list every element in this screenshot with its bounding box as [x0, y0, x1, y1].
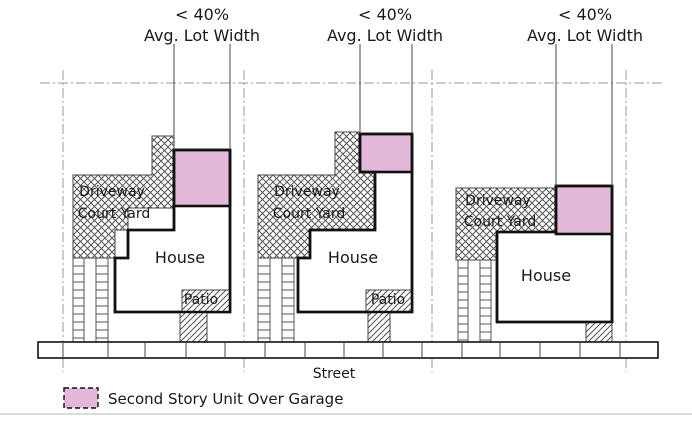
width-limit-percent: < 40%: [358, 5, 412, 24]
legend: Second Story Unit Over Garage: [0, 387, 692, 415]
width-limit-percent: < 40%: [175, 5, 229, 24]
patio-label: Patio: [371, 292, 405, 308]
lot-1: < 40% Avg. Lot Width Driveway Court Yard…: [72, 5, 260, 343]
lot-2: < 40% Avg. Lot Width Driveway Court Yard…: [257, 5, 443, 343]
house-label: House: [328, 248, 378, 267]
width-limit-label: Avg. Lot Width: [527, 26, 643, 45]
side-yard-hatch: [585, 321, 613, 343]
house-label: House: [521, 266, 571, 285]
width-limit-label: Avg. Lot Width: [144, 26, 260, 45]
driveway-label: Driveway: [465, 193, 531, 209]
court-yard-label: Court Yard: [78, 206, 151, 222]
driveway-strips: [457, 260, 492, 342]
legend-label: Second Story Unit Over Garage: [108, 390, 343, 408]
court-yard-label: Court Yard: [464, 214, 537, 230]
court-yard-label: Court Yard: [273, 206, 346, 222]
driveway-label: Driveway: [79, 184, 145, 200]
width-limit-percent: < 40%: [558, 5, 612, 24]
street: Street: [37, 341, 659, 382]
garage-second-story: [172, 148, 232, 208]
garage-second-story: [358, 132, 414, 174]
garage-second-story: [554, 184, 614, 236]
driveway-strips: [257, 258, 295, 342]
driveway-strips: [72, 258, 109, 342]
width-limit-label: Avg. Lot Width: [327, 26, 443, 45]
house-label: House: [155, 248, 205, 267]
driveway-label: Driveway: [274, 184, 340, 200]
lot-3: < 40% Avg. Lot Width Driveway Court Yard…: [455, 5, 643, 343]
street-label: Street: [313, 366, 356, 382]
patio-label: Patio: [184, 292, 218, 308]
property-lines: [40, 70, 665, 372]
legend-swatch: [63, 387, 99, 409]
